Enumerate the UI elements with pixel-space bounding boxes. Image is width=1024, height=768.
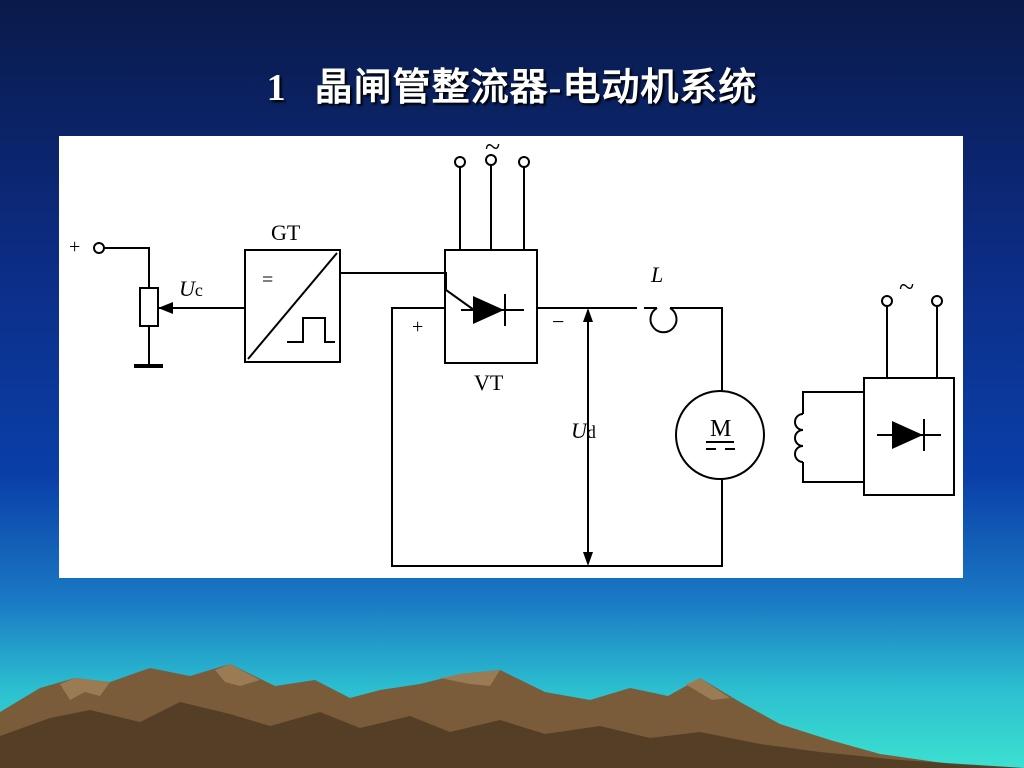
mountain-highlight bbox=[215, 664, 260, 686]
vt-rectifier-block bbox=[444, 249, 538, 364]
dc-motor bbox=[675, 390, 765, 480]
ac-symbol: ~ bbox=[485, 136, 500, 163]
slide-number: 1 bbox=[266, 67, 287, 109]
mountain-landscape bbox=[0, 664, 1024, 768]
main-circuit-wiring bbox=[391, 307, 723, 567]
circuit-diagram-panel: ~ + Uc GT = bbox=[59, 136, 963, 578]
gt-label: GT bbox=[271, 220, 301, 245]
potentiometer bbox=[134, 287, 244, 368]
uc-label: Uc bbox=[179, 276, 203, 301]
mountain-shadow bbox=[0, 702, 1024, 768]
inductor-label: L bbox=[650, 262, 663, 287]
field-winding bbox=[794, 391, 864, 483]
mountain-highlight bbox=[440, 670, 500, 686]
exciter-ac-symbol: ~ bbox=[899, 272, 914, 303]
vt-minus-label: − bbox=[552, 309, 564, 334]
slide-title: 1 晶闸管整流器-电动机系统 bbox=[0, 56, 1024, 111]
vt-label: VT bbox=[474, 370, 504, 395]
mountain-highlight bbox=[685, 678, 730, 700]
ac-supply-terminals bbox=[454, 154, 530, 250]
gt-equal-sign: = bbox=[262, 269, 273, 291]
gate-wire bbox=[340, 272, 475, 311]
slide-title-text: 晶闸管整流器-电动机系统 bbox=[314, 67, 758, 109]
mountain-highlight bbox=[60, 678, 110, 700]
motor-label: M bbox=[710, 416, 731, 442]
circuit-diagram: ~ + Uc GT = bbox=[69, 136, 955, 567]
gt-trigger-block bbox=[244, 249, 341, 363]
exciter-rectifier-block bbox=[863, 377, 955, 496]
ud-label: Ud bbox=[571, 418, 596, 443]
input-terminal bbox=[93, 242, 150, 288]
vt-plus-label: + bbox=[412, 316, 423, 338]
plus-input-label: + bbox=[69, 236, 80, 258]
ud-voltage-arrow bbox=[583, 308, 593, 566]
exciter-supply-terminals bbox=[881, 295, 943, 378]
